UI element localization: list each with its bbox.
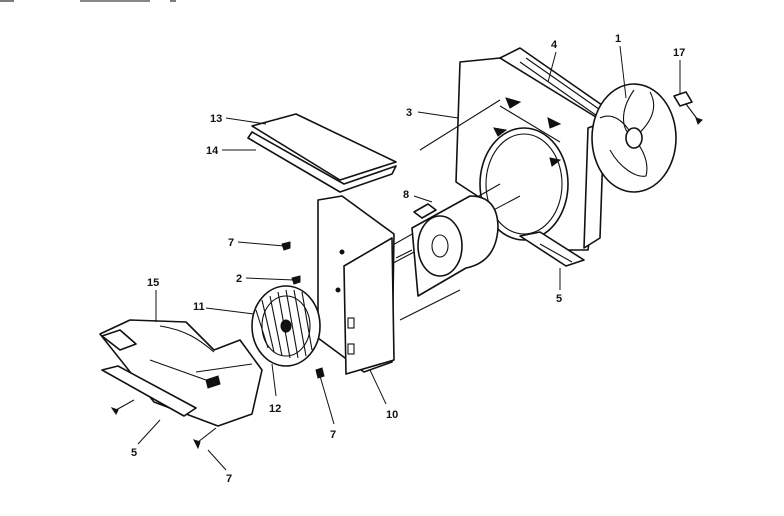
- part-11-blower-wheel: [251, 285, 321, 367]
- callout-17: 17: [673, 47, 685, 59]
- callout-15: 15: [147, 277, 159, 289]
- callout-12: 12: [269, 403, 281, 415]
- callout-14: 14: [206, 145, 219, 157]
- callout-7-top: 7: [228, 237, 234, 249]
- part-3-shroud: [455, 57, 605, 251]
- callouts: 1 4 17 3 13 14 8 7 2 15 11 5 12 10 7 5 7: [131, 33, 685, 485]
- callout-8: 8: [403, 189, 409, 201]
- callout-7-bottom: 7: [226, 473, 232, 485]
- callout-2: 2: [236, 273, 242, 285]
- callout-10: 10: [386, 409, 398, 421]
- part-14-filter-frame: [247, 131, 397, 193]
- part-17-clip: [673, 91, 703, 125]
- part-1-fan-blade: [591, 83, 677, 193]
- callout-5-right: 5: [556, 293, 562, 305]
- part-2-screw: [291, 275, 301, 285]
- part-7-screw-bottom: [193, 427, 217, 450]
- leader-lines: [137, 45, 681, 471]
- callout-13: 13: [210, 113, 222, 125]
- part-7-screw-top: [281, 241, 291, 251]
- part-10-bulkhead: [317, 195, 395, 375]
- part-7-screw-mid: [315, 367, 325, 379]
- callout-5-left: 5: [131, 447, 137, 459]
- part-5-bracket-right: [519, 231, 585, 267]
- part-8-motor: [395, 195, 499, 297]
- screw-left: [110, 399, 135, 415]
- part-13-filter: [251, 113, 397, 181]
- callout-3: 3: [406, 107, 412, 119]
- callout-11: 11: [193, 301, 205, 313]
- callout-1: 1: [615, 33, 621, 45]
- callout-7-mid: 7: [330, 429, 336, 441]
- part-5-scroll-base: [101, 365, 197, 417]
- callout-4: 4: [551, 39, 558, 51]
